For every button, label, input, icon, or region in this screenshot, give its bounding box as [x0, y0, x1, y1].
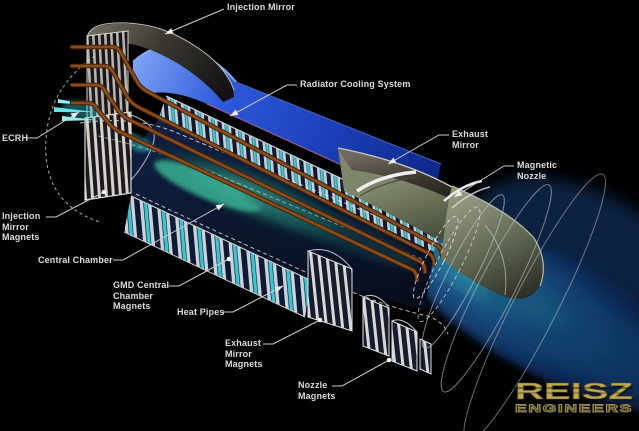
exhaust-mirror-magnet-ring [307, 250, 353, 332]
nozzle-magnet-ring [391, 320, 418, 372]
nozzle-magnets-leader [332, 359, 390, 387]
mirror-ring-band [356, 170, 417, 193]
exhaust-mirror-magnets-anchor-dot [317, 317, 323, 323]
injection-mirror-magnets-anchor-dot [101, 189, 107, 195]
exhaust-mirror-magnets-leader [263, 319, 321, 345]
radiator-cooling-system-leader [229, 84, 297, 117]
injection-mirror-arrowhead [165, 28, 174, 34]
exhaust-mirror-leader [387, 134, 449, 165]
ecrh-arrowhead [70, 112, 79, 119]
central-chamber-arrowhead [215, 204, 224, 211]
reisz-logo: REISZ REISZ ENGINEERS [514, 378, 635, 415]
heat-pipes-arrowhead [274, 286, 283, 293]
heat-pipes-plumbing [69, 44, 445, 283]
gmd-central-chamber-magnets-anchor-dot [226, 256, 232, 262]
heat-pipes-leader [223, 285, 284, 313]
engine-body [45, 22, 606, 431]
ecrh-leader [27, 111, 80, 139]
magnetic-nozzle-leader [453, 165, 514, 198]
logo-subtitle: ENGINEERS [515, 403, 633, 415]
injection-mirror-leader [164, 8, 225, 35]
radiator-cooling-system-arrowhead [230, 109, 239, 116]
logo-name: REISZ [515, 378, 633, 404]
nozzle-magnet-ring [362, 296, 390, 357]
nozzle-magnets-anchor-dot [386, 357, 392, 363]
exhaust-mirror-casing [337, 147, 453, 242]
logo-shadow: REISZ [517, 380, 635, 406]
exhaust-mirror-arrowhead [388, 157, 397, 164]
nozzle-field-arcs [412, 173, 606, 431]
injection-mirror-magnets-leader [46, 191, 105, 218]
magnetic-nozzle-arrowhead [454, 190, 463, 197]
magnet-rings [307, 249, 432, 375]
lower-magnet-row [123, 195, 313, 318]
gmd-central-chamber-magnets-leader [169, 258, 230, 287]
nozzle-magnet-ring [419, 338, 432, 375]
central-chamber-leader [113, 203, 225, 261]
leader-lines [27, 8, 514, 387]
